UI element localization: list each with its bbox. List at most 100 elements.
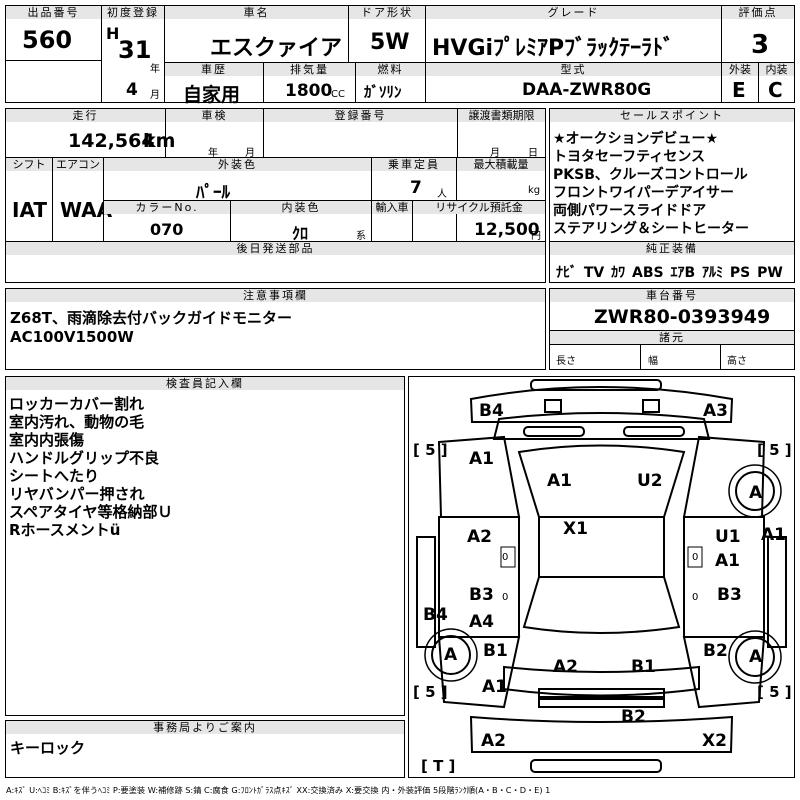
damage-mark: A [749, 647, 763, 667]
equip-item: ｶﾜ [611, 265, 626, 281]
width-label: 幅 [648, 356, 658, 367]
later-parts-label: 後日発送部品 [6, 242, 545, 255]
grade: HVGiﾌﾟﾚﾐｱPﾌﾞﾗｯｸﾃｰﾗﾄﾞ [432, 36, 675, 61]
person-unit: 人 [437, 189, 447, 200]
color: ﾊﾟｰﾙ [196, 183, 230, 203]
grade-label: グレード [426, 6, 721, 19]
damage-mark: A4 [469, 612, 494, 632]
notes-line: AC100V1500W [10, 328, 134, 346]
recycle: 12,500 [474, 220, 540, 240]
reg-number-label: 登録番号 [264, 109, 457, 122]
sales-label: セールスポイント [550, 109, 794, 122]
damage-mark: A1 [469, 449, 494, 469]
damage-mark: A2 [481, 731, 506, 751]
zero-mark: 0 [502, 592, 509, 603]
inspector-box [5, 376, 405, 716]
sales-line: PKSB、クルーズコントロール [553, 167, 748, 183]
equip-item: ｴｱB [670, 265, 696, 281]
sales-line: フロントワイパーデアイサー [553, 185, 735, 201]
ext-grade: E [732, 78, 746, 102]
damage-mark: X2 [702, 731, 727, 751]
era: H [106, 24, 120, 43]
legend: A:ｷｽﾞ U:ﾍｺﾐ B:ｷｽﾞを伴うﾍｺﾐ P:要塗装 W:補修跡 S:錆 … [6, 785, 551, 795]
damage-mark: A2 [467, 527, 492, 547]
int-color-unit: 系 [356, 231, 366, 242]
sales-line: トヨタセーフティセンス [553, 149, 706, 165]
car-outline [416, 379, 787, 773]
km-unit: km [143, 130, 176, 152]
equip-item: PW [757, 265, 783, 281]
damage-mark: B4 [479, 401, 504, 421]
transfer-day-unit: 日 [528, 148, 538, 159]
recycle-label: リサイクル預託金 [413, 201, 545, 214]
displacement-label: 排気量 [264, 63, 355, 76]
inspection-year-unit: 年 [208, 148, 218, 159]
zero-mark: 0 [502, 552, 509, 563]
cc-unit: CC [331, 89, 345, 100]
damage-mark: U1 [715, 527, 741, 547]
car-name-label: 車名 [165, 6, 348, 19]
zero-mark: 0 [692, 552, 699, 563]
damage-mark: A1 [761, 525, 786, 545]
chassis-number: ZWR80-0393949 [594, 306, 771, 328]
damage-mark: U2 [637, 471, 663, 491]
equip-item: ABS [632, 265, 664, 281]
damage-mark: X1 [563, 519, 588, 539]
color-label: 外装色 [104, 158, 371, 171]
inspector-line: ロッカーカバー割れ [9, 395, 145, 413]
fuel-label: 燃料 [356, 63, 425, 76]
transfer-label: 譲渡書類期限 [458, 109, 545, 122]
color-no-label: カラーNo. [104, 201, 230, 214]
damage-mark: B3 [469, 585, 494, 605]
score: 3 [751, 30, 770, 60]
damage-mark: A1 [547, 471, 572, 491]
int-grade: C [768, 78, 783, 102]
sales-line: ステアリング＆シートヒーター [553, 221, 749, 237]
doors-label: ドア形状 [349, 6, 425, 19]
color-no: 070 [150, 220, 184, 239]
damage-mark: A [444, 645, 458, 665]
tire-label: [ 5 ] [757, 683, 792, 701]
spec-label: 諸元 [550, 331, 794, 344]
damage-mark: B4 [423, 605, 448, 625]
damage-mark: A3 [703, 401, 728, 421]
fuel: ｶﾞｿﾘﾝ [364, 83, 402, 101]
mileage-label: 走行 [6, 109, 165, 122]
damage-mark: A1 [482, 677, 507, 697]
sales-line: ★オークションデビュー★ [553, 131, 719, 147]
doors: 5W [370, 30, 410, 55]
car-name: エスクァイア [210, 36, 343, 61]
load-label: 最大積載量 [457, 158, 545, 171]
inspection-month-unit: 月 [245, 148, 255, 159]
reg-year: 31 [118, 36, 152, 64]
damage-mark: B3 [717, 585, 742, 605]
spare-tire-label: [ T ] [421, 757, 456, 775]
model: DAA-ZWR80G [522, 80, 652, 100]
notes-line: Z68T、雨滴除去付バックガイドモニター [10, 309, 292, 327]
tire-label: [ 5 ] [413, 683, 448, 701]
damage-mark: A1 [715, 551, 740, 571]
inspector-line: シートへたり [9, 467, 100, 485]
damage-mark: A2 [553, 657, 578, 677]
model-label: 型式 [426, 63, 721, 76]
capacity-label: 乗車定員 [372, 158, 456, 171]
inspector-line: ハンドルグリップ不良 [9, 449, 160, 467]
history: 自家用 [183, 84, 241, 106]
import-label: 輸入車 [372, 201, 412, 214]
chassis-label: 車台番号 [550, 289, 794, 302]
tire-label: [ 5 ] [413, 441, 448, 459]
lot-label: 出品番号 [6, 6, 101, 19]
inspector-line: リヤバンパー押され [9, 485, 145, 503]
inspector-line: 室内内張傷 [9, 431, 85, 449]
header-grid [5, 5, 795, 103]
tire-label: [ 5 ] [757, 441, 792, 459]
ext-label: 外装 [722, 63, 758, 76]
office-label: 事務局よりご案内 [6, 721, 404, 734]
yen-unit: 円 [531, 231, 541, 242]
shift-label: シフト [6, 158, 52, 171]
month-unit: 月 [150, 90, 160, 101]
int-color-label: 内装色 [231, 201, 371, 214]
int-label: 内装 [759, 63, 794, 76]
height-label: 高さ [727, 356, 747, 367]
ac-label: エアコン [53, 158, 103, 171]
